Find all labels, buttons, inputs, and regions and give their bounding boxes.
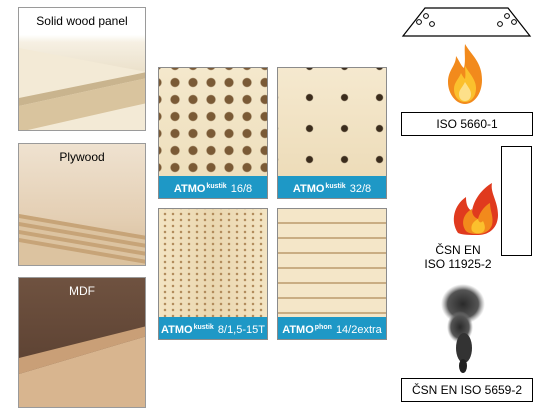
solid-wood-panel-label: Solid wood panel [36,14,128,28]
panel-spec: 8/1,5-15T [217,324,265,336]
plywood-label: Plywood [59,150,105,164]
sample-holder-icon [401,7,532,37]
solid-wood-panel-image: Solid wood panel [18,7,146,131]
panel-card-atmokustik-8-1-5-15t: ATMOkustik 8/1,5-15T [158,208,268,340]
panel-texture [159,68,267,176]
iso-5660-1-label: ISO 5660-1 [436,117,498,131]
mdf-label: MDF [69,284,95,298]
solid-wood-board-illustration [19,48,145,130]
panel-spec: 16/8 [230,183,253,195]
iso-11925-2-line: ISO 11925-2 [424,257,492,271]
panel-caption: ATMOphon 14/2extra [278,317,386,339]
fire-icon [448,44,482,104]
panel-caption: ATMOkustik 8/1,5-15T [159,317,267,339]
panel-caption: ATMOkustik 32/8 [278,176,386,198]
iso-5660-1-box: ISO 5660-1 [401,112,533,136]
csn-en-iso-5659-2-label: ČSN EN ISO 5659-2 [411,383,523,397]
mdf-image: MDF [18,277,146,408]
mdf-board-illustration [19,326,145,407]
panel-card-atmokustik-16-8: ATMOkustik 16/8 [158,67,268,199]
test-specimen-outline [501,146,532,256]
panel-texture [159,209,267,317]
csn-en-iso-11925-2-label: ČSN EN ISO 11925-2 [418,243,498,271]
panel-texture [278,209,386,317]
panel-brand-superscript: kustik [206,183,227,190]
panel-spec: 14/2extra [335,324,382,336]
panel-card-atmokustik-32-8: ATMOkustik 32/8 [277,67,387,199]
csn-en-iso-5659-2-box: ČSN EN ISO 5659-2 [401,378,533,402]
panel-card-atmophon-14-2extra: ATMOphon 14/2extra [277,208,387,340]
panel-brand-superscript: phon [314,324,332,331]
panel-brand: ATMO [173,183,206,195]
panel-texture [278,68,386,176]
flame-icon [453,183,498,235]
csn-en-line: ČSN EN [435,243,481,257]
panel-brand: ATMO [282,324,314,336]
plywood-image: Plywood [18,143,146,266]
plywood-board-illustration [19,214,145,265]
panel-brand-superscript: kustik [193,324,214,331]
smoke-icon [441,284,485,373]
panel-brand-superscript: kustik [325,183,346,190]
panel-brand: ATMO [292,183,325,195]
panel-brand: ATMO [161,324,193,336]
panel-spec: 32/8 [349,183,372,195]
panel-caption: ATMOkustik 16/8 [159,176,267,198]
